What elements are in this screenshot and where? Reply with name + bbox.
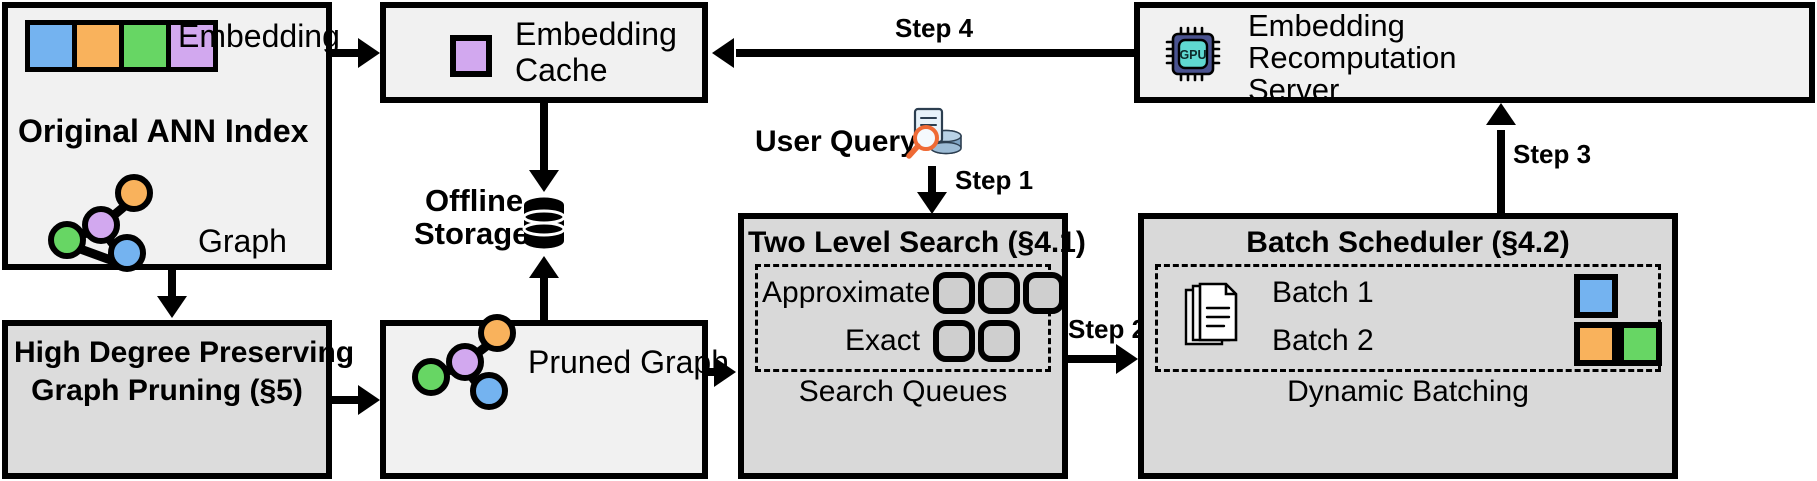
step3-label: Step 3 [1513, 139, 1592, 169]
offline-storage-line1: Offline [425, 183, 524, 218]
embedding-cell-orange [77, 25, 124, 67]
arrow-step2-line [1068, 355, 1126, 363]
graph-node-green [48, 221, 86, 259]
graph-pruning-line1: High Degree Preserving [14, 336, 355, 369]
embedding-cache-title-line2: Cache [515, 52, 608, 88]
graph-node-orange [115, 174, 153, 212]
batch-2-item-green [1618, 322, 1662, 366]
arrow-index-to-cache-line [332, 49, 362, 57]
embedding-cell-green [124, 25, 171, 67]
graph-pruning-line2: Graph Pruning (§5) [31, 374, 303, 407]
arrow-step3-head [1486, 103, 1516, 125]
batch-2-item-orange [1574, 322, 1618, 366]
arrow-step3-line [1497, 130, 1505, 214]
embedding-cache-title-line1: Embedding [515, 16, 677, 52]
batch-1-label: Batch 1 [1272, 276, 1374, 309]
recomputation-server-line2: Recomputation [1248, 40, 1457, 75]
dynamic-batching-dashed-region [1155, 264, 1661, 372]
step4-label: Step 4 [895, 13, 974, 43]
arrow-cache-to-storage-line [540, 103, 548, 175]
arrow-pruned-to-storage-line [540, 276, 548, 322]
batch-scheduler-title: Batch Scheduler (§4.2) [1246, 226, 1570, 259]
embedding-cell-row [25, 20, 218, 72]
arrow-index-to-cache-head [358, 38, 380, 68]
arrow-index-to-pruning-head [157, 296, 187, 318]
arrow-step2-head [1116, 344, 1138, 374]
search-slot-exact-2[interactable] [978, 320, 1020, 362]
search-slot-approx-2[interactable] [978, 272, 1020, 314]
user-query-label: User Query [755, 125, 917, 158]
search-queues-footer: Search Queues [798, 375, 1008, 408]
query-magnifier-database-icon [902, 104, 964, 166]
pruned-node-blue [470, 372, 508, 410]
two-level-search-box [738, 213, 1068, 479]
arrow-pruned-to-storage-head [529, 256, 559, 278]
arrow-cache-to-storage-head [529, 170, 559, 192]
search-slot-exact-1[interactable] [933, 320, 975, 362]
recomputation-server-line3: Server [1248, 72, 1340, 107]
svg-text:GPU: GPU [1179, 48, 1206, 62]
embedding-cache-swatch [450, 35, 492, 77]
arrow-step4-head [712, 38, 734, 68]
two-level-search-title: Two Level Search (§4.1) [748, 226, 1086, 259]
search-slot-approx-3[interactable] [1023, 272, 1065, 314]
arrow-step1-line [928, 166, 936, 198]
embedding-cache-box [380, 2, 708, 103]
graph-node-blue [108, 234, 146, 272]
offline-storage-line2: Storage [414, 216, 530, 251]
step1-label: Step 1 [955, 165, 1034, 195]
recomputation-server-box [1134, 2, 1815, 103]
search-slot-approx-1[interactable] [933, 272, 975, 314]
step2-label: Step 2 [1068, 314, 1147, 344]
pruned-graph-box [380, 320, 708, 479]
database-icon [521, 196, 567, 250]
search-row-label-exact: Exact [845, 324, 921, 357]
pruned-graph-label: Pruned Graph [528, 344, 730, 380]
gpu-chip-icon: GPU [1165, 26, 1221, 82]
graph-label: Graph [198, 223, 287, 259]
search-row-label-approximate: Approximate [762, 276, 931, 309]
documents-stack-icon [1180, 282, 1244, 352]
arrow-pruning-to-pruned-head [358, 385, 380, 415]
arrow-step4-line [736, 49, 1134, 57]
batch-2-label: Batch 2 [1272, 324, 1374, 357]
graph-pruning-box [2, 320, 332, 479]
arrow-pruning-to-pruned-line [332, 396, 362, 404]
arrow-step1-head [917, 192, 947, 214]
embedding-label: Embedding [178, 18, 340, 54]
dynamic-batching-footer: Dynamic Batching [1287, 375, 1529, 408]
embedding-cell-purple [171, 25, 213, 67]
arrow-pruned-to-search-head [714, 357, 736, 387]
original-ann-index-title: Original ANN Index [18, 113, 309, 149]
search-queues-dashed-region [755, 264, 1051, 372]
batch-1-item-blue [1574, 274, 1618, 318]
pruned-node-orange [478, 314, 516, 352]
arrow-index-to-pruning-line [168, 270, 176, 300]
recomputation-server-line1: Embedding [1248, 8, 1405, 43]
pruned-node-green [412, 358, 450, 396]
embedding-cell-blue [30, 25, 77, 67]
